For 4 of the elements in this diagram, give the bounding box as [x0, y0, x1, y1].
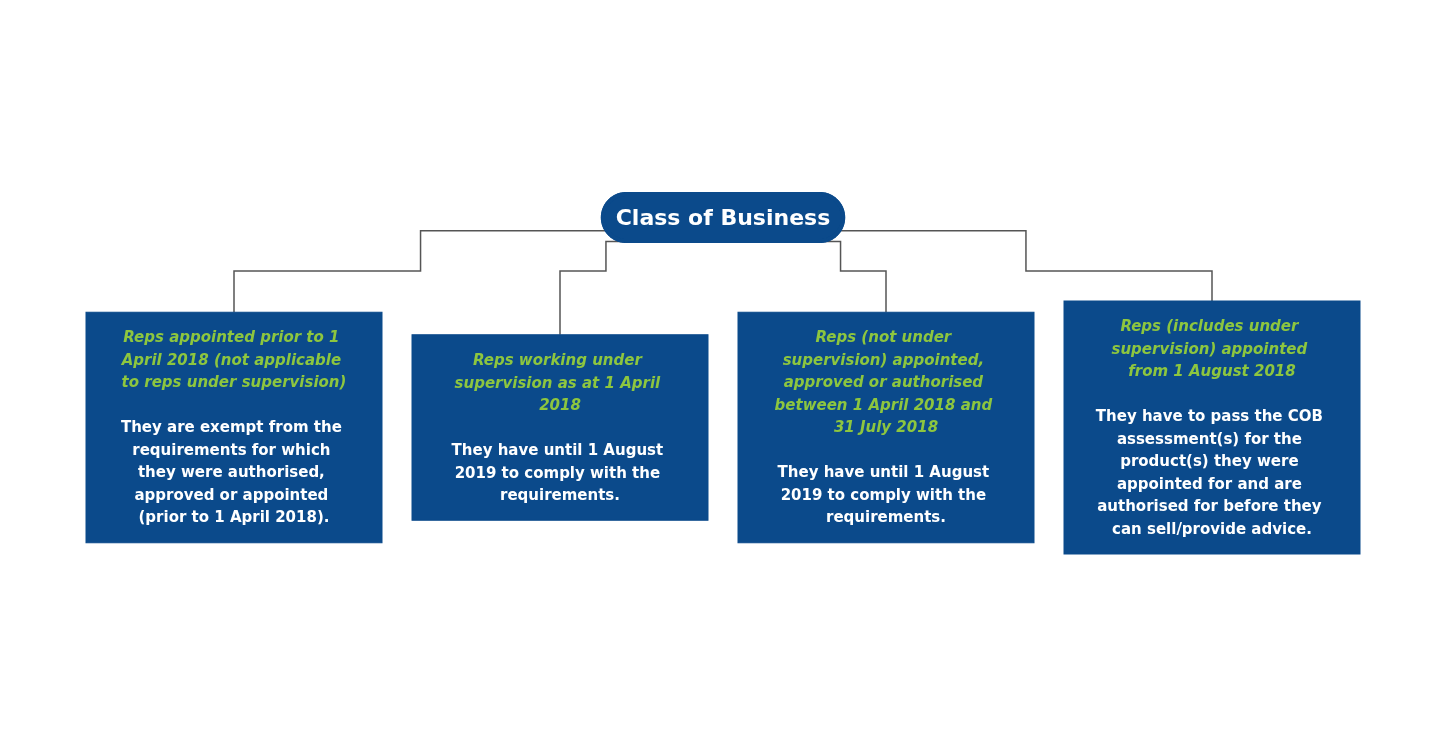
node-box: Reps working under supervision as at 1 April 2018 They have until 1 August 2019 to comply with the requirements. — [411, 334, 708, 521]
node-box: Reps (not under supervision) appointed, approved or authorised between 1 April 2018 and 31 July 2018 They have until 1 August 2019 to comply with the requirements. — [737, 311, 1034, 544]
node-box: Reps (includes under supervision) appointed from 1 August 2018 They have to pass the COB assessment(s) for the product(s) they were appointed for and are authorised for before they can sell/provide advice. — [1063, 300, 1360, 555]
node-box: Reps appointed prior to 1 April 2018 (not applicable to reps under supervision) They are exempt from the requirements for which they were authorised, approved or appointed (prior to 1 April 2018). — [85, 311, 382, 544]
